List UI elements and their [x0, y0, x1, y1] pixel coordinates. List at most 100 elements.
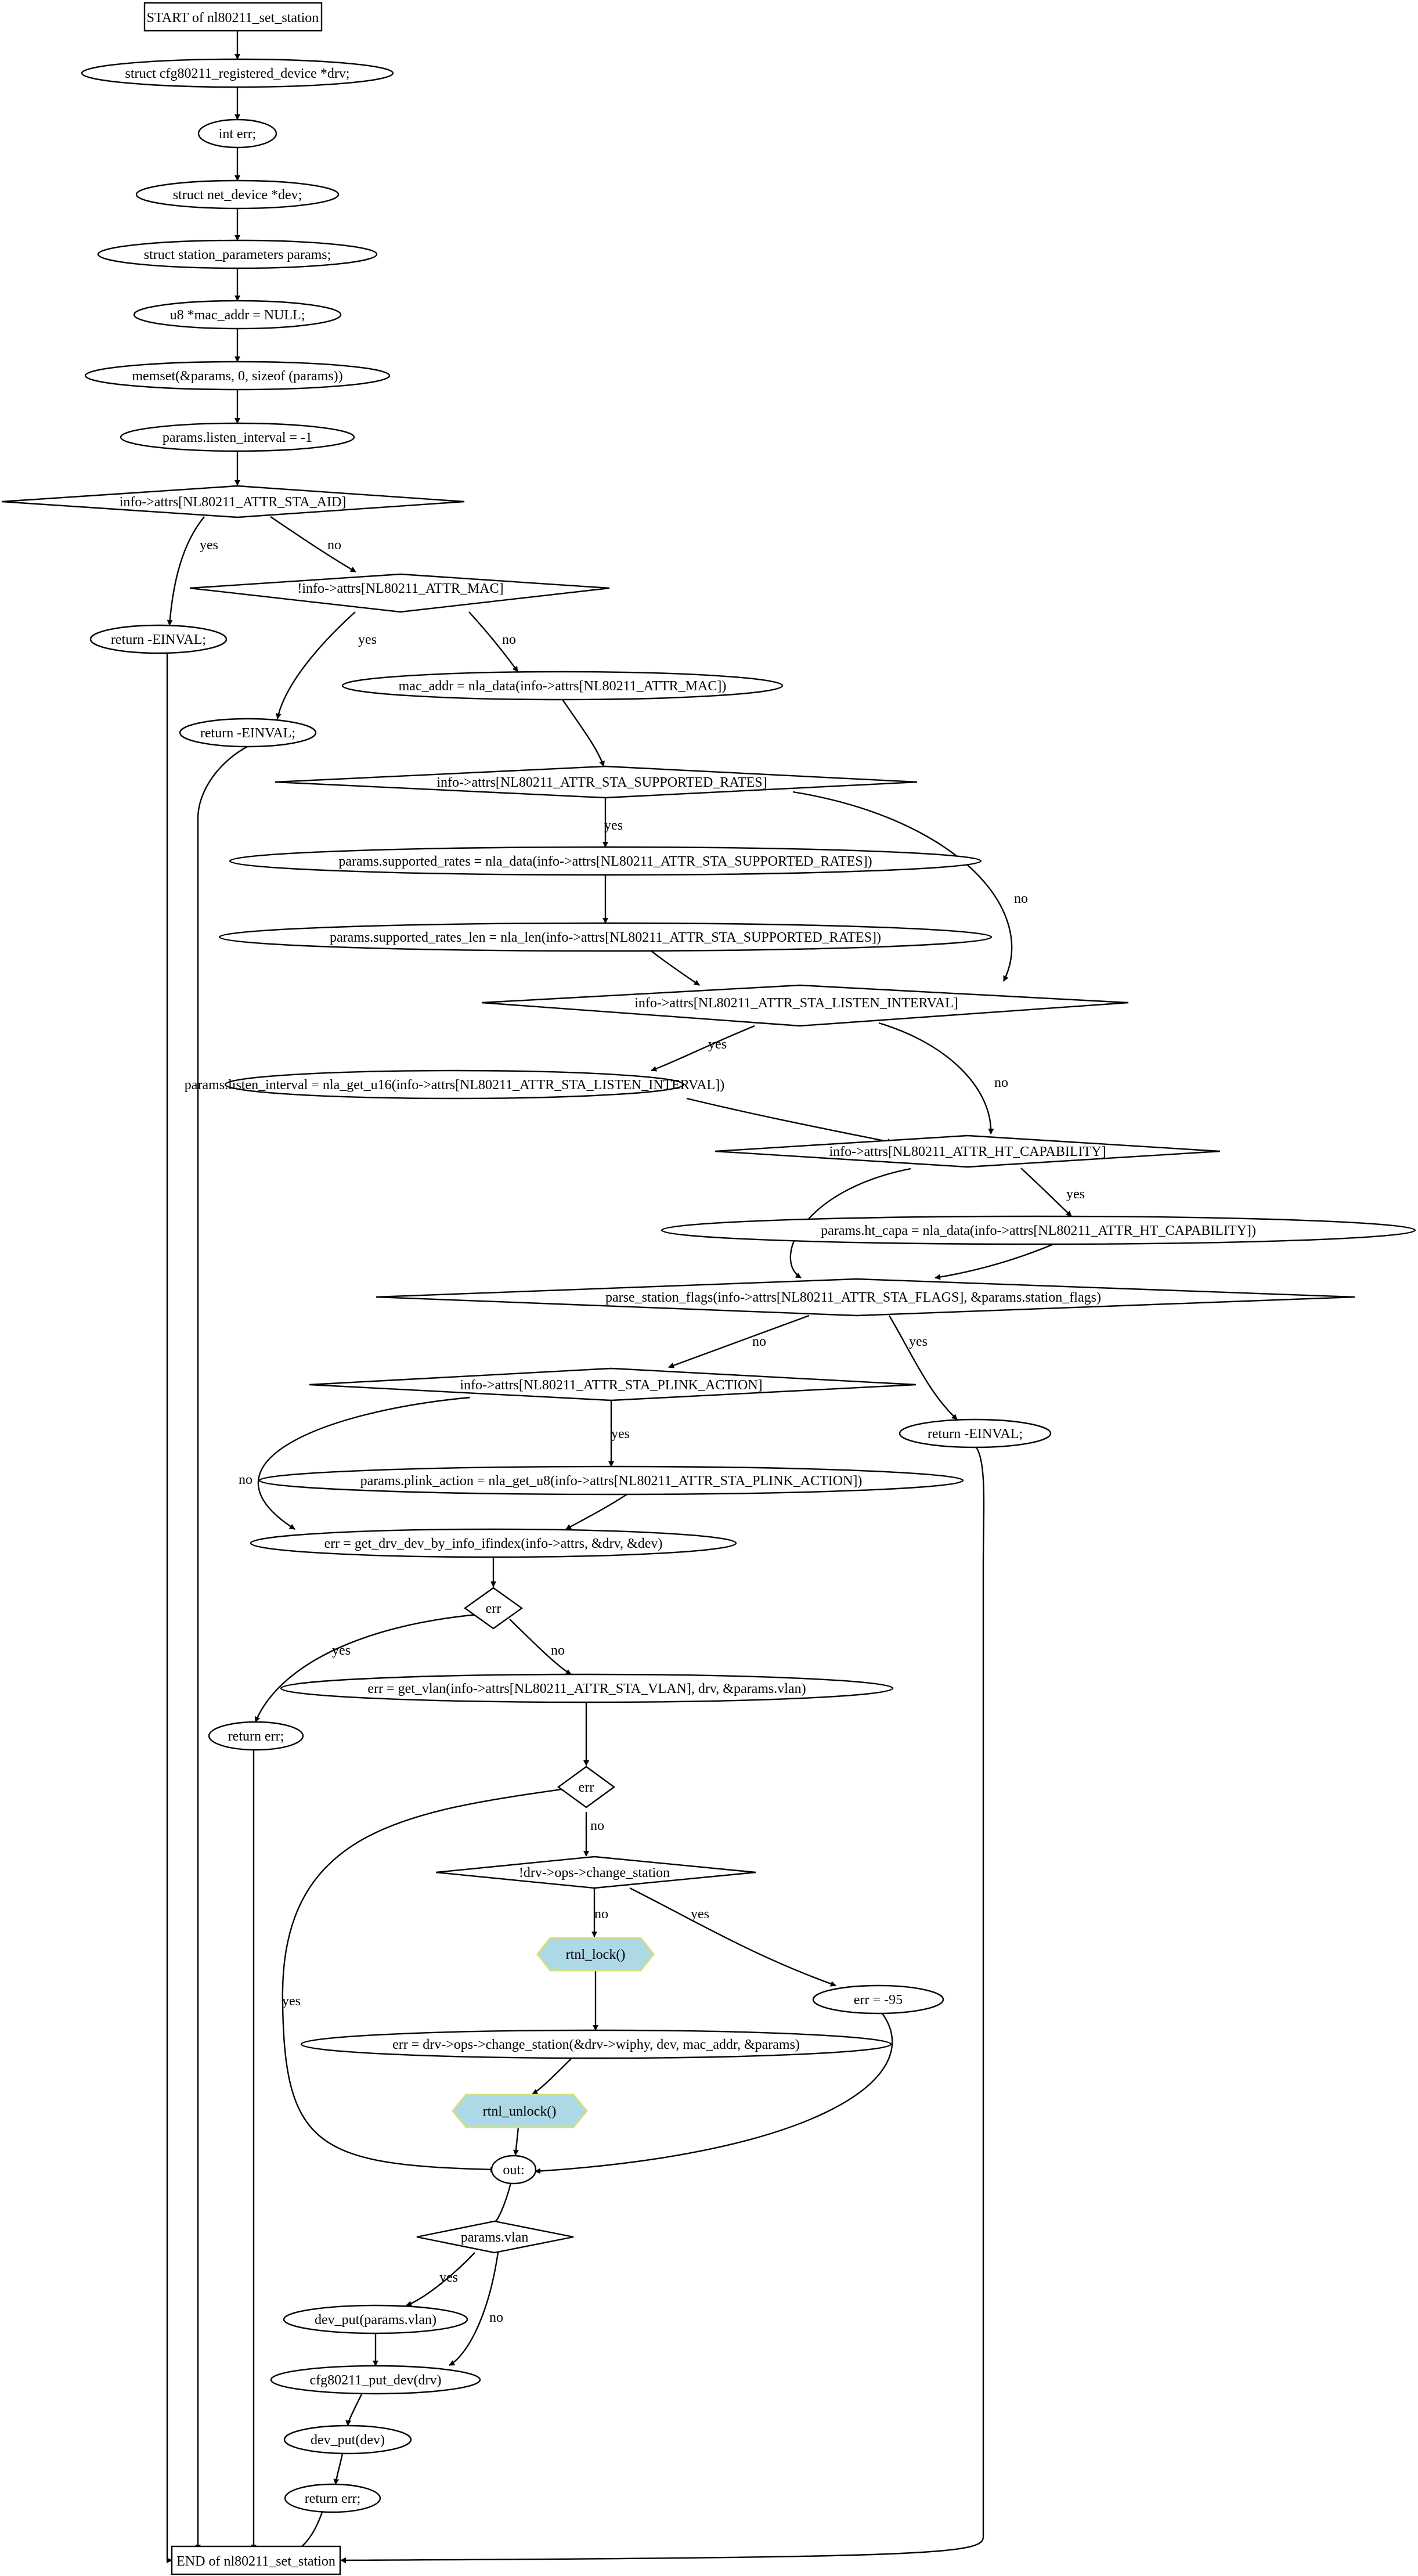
label-no: no	[502, 632, 516, 647]
err-decision-2-label: err	[579, 1780, 594, 1795]
drv-decl-node	[81, 58, 394, 88]
li-decision	[481, 984, 1129, 1027]
rtnl-lock-label: rtnl_lock()	[566, 1947, 626, 1962]
return-einval-2-label: return -EINVAL;	[200, 726, 295, 741]
change-decision	[435, 1856, 756, 1889]
edge-rateslen-li	[651, 950, 700, 986]
return-err-1-label: return err;	[228, 1729, 284, 1744]
label-no: no	[327, 538, 341, 553]
dev-put-vlan-node	[283, 2304, 468, 2334]
flags-decision-label: parse_station_flags(info->attrs[NL80211_…	[605, 1290, 1101, 1305]
label-no: no	[590, 1818, 604, 1833]
return-einval-1-label: return -EINVAL;	[111, 632, 206, 647]
out-label: out:	[503, 2163, 524, 2178]
label-yes: yes	[282, 1994, 301, 2009]
change-decision-label: !drv->ops->change_station	[519, 1865, 670, 1880]
err-decl-label: int err;	[219, 127, 257, 142]
li-node	[224, 1069, 685, 1100]
edge-li-ht	[878, 1022, 994, 1134]
edge-einval2-end	[195, 745, 249, 2550]
macaddr-node	[341, 671, 784, 701]
label-yes: yes	[358, 632, 377, 647]
label-no: no	[551, 1643, 565, 1658]
edge-unlock-out	[513, 2127, 519, 2156]
edge-rates-li	[792, 791, 1013, 982]
start-node-label: START of nl80211_set_station	[147, 10, 319, 26]
params-vlan-decision	[416, 2220, 574, 2254]
edge-aid-mac	[270, 516, 356, 573]
edge-mac-einval2	[275, 611, 356, 719]
plink-decision-label: info->attrs[NL80211_ATTR_STA_PLINK_ACTIO…	[460, 1378, 762, 1393]
edge-err1-rerr1	[254, 1613, 478, 1723]
ht-node	[661, 1215, 1416, 1245]
return-err-2	[284, 2483, 381, 2513]
edge-einval1-end	[166, 653, 172, 2563]
err-decision-2	[557, 1766, 616, 1808]
label-no: no	[752, 1334, 766, 1349]
put-dev-node	[270, 2365, 481, 2395]
return-einval-3	[899, 1418, 1052, 1449]
change-call-label: err = drv->ops->change_station(&drv->wip…	[392, 2037, 800, 2052]
dev-put-vlan-label: dev_put(params.vlan)	[315, 2312, 436, 2328]
edge-flags-einval3	[888, 1315, 958, 1420]
memset-node	[84, 361, 391, 391]
rates-node	[229, 846, 982, 876]
label-yes: yes	[708, 1037, 727, 1052]
start-node	[143, 2, 323, 32]
rates-decision	[275, 765, 918, 799]
dev-decl-node	[135, 179, 340, 210]
rtnl-lock-node	[536, 1937, 655, 1972]
memset-label: memset(&params, 0, sizeof (params))	[132, 369, 342, 384]
edge-rerr2-end	[294, 2512, 323, 2552]
edge-plinkdata-getdrv	[565, 1493, 627, 1530]
flags-decision	[376, 1278, 1355, 1317]
edge-change-unlock	[532, 2058, 572, 2095]
edge-aid-einval1	[167, 516, 205, 626]
ht-label: params.ht_capa = nla_data(info->attrs[NL…	[821, 1223, 1256, 1238]
listen-init-label: params.listen_interval = -1	[163, 430, 312, 445]
vlan-node	[280, 1673, 894, 1703]
end-node-label: END of nl80211_set_station	[176, 2554, 335, 2569]
edge-labels: yes no yes no yes no yes no yes no no ye…	[200, 538, 1085, 2325]
label-yes: yes	[604, 818, 623, 833]
edge-einval3-end	[340, 1447, 985, 2563]
edge-err2-out	[282, 1787, 571, 2173]
rtnl-unlock-label: rtnl_unlock()	[483, 2104, 557, 2119]
edge-err1-vlan	[509, 1619, 572, 1676]
listen-init-node	[120, 422, 355, 452]
err-decl-node	[197, 118, 277, 149]
dev-put-label: dev_put(dev)	[311, 2433, 385, 2448]
plink-decision	[309, 1367, 917, 1402]
err-95-node	[812, 1984, 944, 2015]
return-err-1	[208, 1721, 304, 1751]
ht-decision-label: info->attrs[NL80211_ATTR_HT_CAPABILITY]	[829, 1144, 1106, 1159]
edge-change-95	[629, 1887, 836, 1987]
params-decl-label: struct station_parameters params;	[144, 247, 331, 262]
dev-decl-label: struct net_device *dev;	[173, 188, 302, 203]
out-node	[490, 2155, 537, 2185]
edge-mac-macaddr	[468, 611, 518, 672]
label-yes: yes	[691, 1907, 709, 1922]
getdrv-label: err = get_drv_dev_by_info_ifindex(info->…	[324, 1536, 663, 1551]
label-yes: yes	[1066, 1187, 1085, 1202]
drv-decl-label: struct cfg80211_registered_device *drv;	[125, 66, 350, 81]
rtnl-unlock-node	[452, 2094, 588, 2128]
put-dev-label: cfg80211_put_dev(drv)	[309, 2373, 441, 2388]
label-no: no	[1014, 891, 1028, 906]
ht-decision	[715, 1134, 1221, 1168]
edge-lidata-ht	[686, 1097, 893, 1145]
edge-out-pvlan	[493, 2182, 512, 2228]
mac-decl-label: u8 *mac_addr = NULL;	[170, 308, 305, 323]
rateslen-label: params.supported_rates_len = nla_len(inf…	[330, 930, 881, 945]
edge-htdata-flags	[934, 1243, 1054, 1280]
params-vlan-decision-label: params.vlan	[461, 2230, 529, 2245]
getdrv-node	[250, 1528, 737, 1558]
return-err-2-label: return err;	[305, 2491, 361, 2506]
aid-decision	[1, 485, 465, 518]
li-decision-label: info->attrs[NL80211_ATTR_STA_LISTEN_INTE…	[634, 996, 958, 1011]
rates-label: params.supported_rates = nla_data(info->…	[338, 854, 872, 869]
label-yes: yes	[909, 1334, 928, 1349]
end-node	[171, 2545, 341, 2575]
change-call-node	[300, 2029, 892, 2059]
